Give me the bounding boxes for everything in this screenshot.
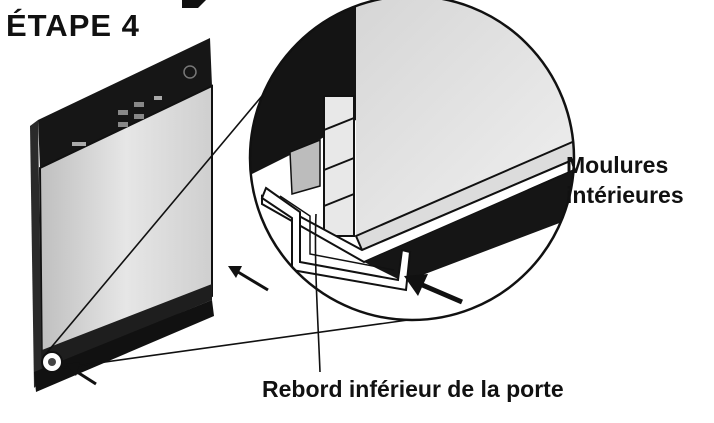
leader-line-inner-trim xyxy=(527,175,561,191)
inner-trim-label: Moulures intérieures xyxy=(566,150,684,210)
top-fragment xyxy=(182,0,206,8)
magnification-lines xyxy=(43,83,409,369)
door-bottom-edge-label: Rebord inférieur de la porte xyxy=(262,376,564,402)
arrow-icon xyxy=(404,274,463,305)
arrow-icon xyxy=(66,362,97,386)
leader-line-door-edge xyxy=(314,213,321,373)
magnified-detail xyxy=(248,0,576,322)
arrow-icon xyxy=(228,266,269,292)
dishwasher-door xyxy=(30,38,214,392)
step-title: ÉTAPE 4 xyxy=(6,8,140,43)
inner-trim-label-line2: intérieures xyxy=(566,182,684,208)
inner-trim-label-line1: Moulures xyxy=(566,152,669,178)
